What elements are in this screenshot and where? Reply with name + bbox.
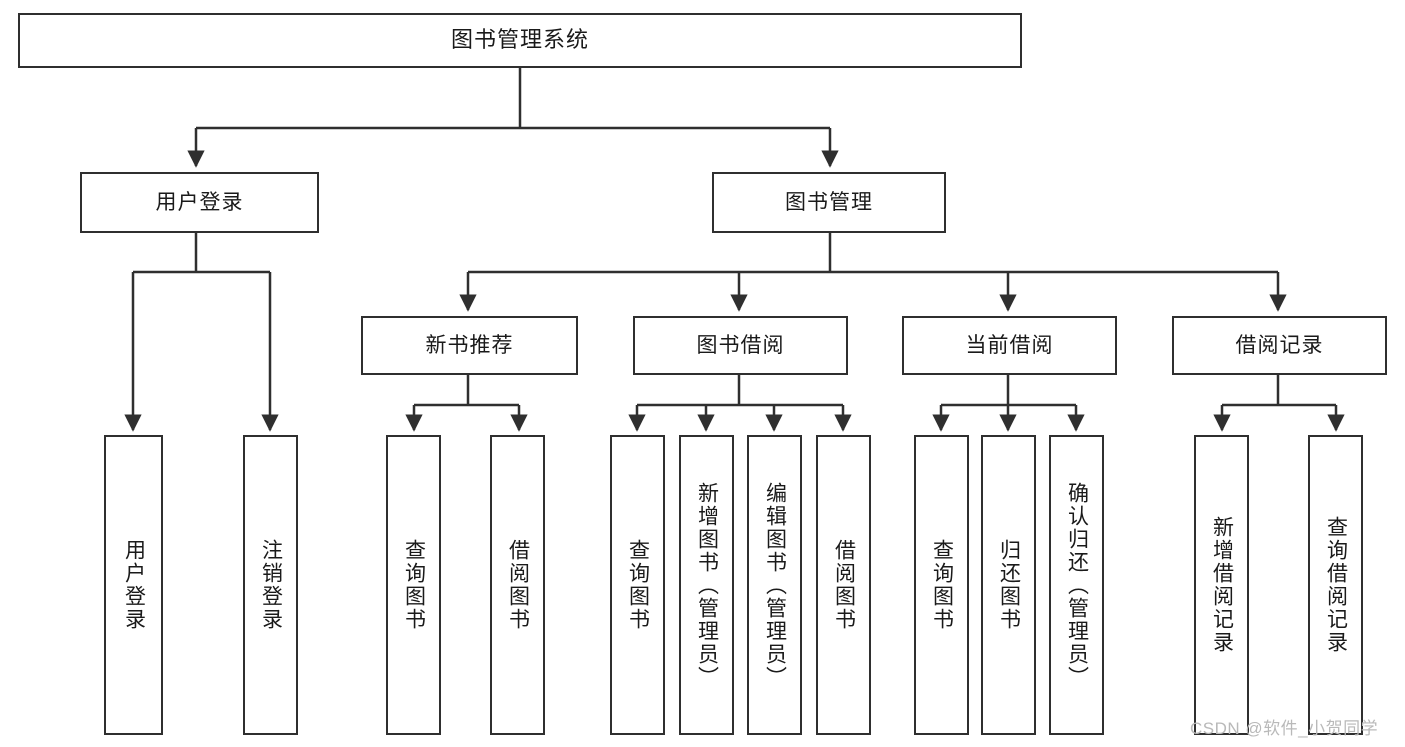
node-label: 查询图书	[930, 539, 954, 631]
node-borrow-record[interactable]: 借阅记录	[1172, 316, 1387, 375]
node-leaf-borrow-book-newbook[interactable]: 借阅图书	[490, 435, 545, 735]
node-leaf-query-book-borrow[interactable]: 查询图书	[610, 435, 665, 735]
node-root-book-management-system[interactable]: 图书管理系统	[18, 13, 1022, 68]
node-label: 新书推荐	[425, 333, 514, 357]
node-leaf-query-book-newbook[interactable]: 查询图书	[386, 435, 441, 735]
node-label: 查询图书	[626, 539, 650, 631]
node-label: 查询借阅记录	[1324, 516, 1348, 654]
node-leaf-query-borrow-record[interactable]: 查询借阅记录	[1308, 435, 1363, 735]
node-leaf-edit-book-admin[interactable]: 编辑图书（管理员）	[747, 435, 802, 735]
node-label: 图书借阅	[696, 333, 785, 357]
node-label: 借阅图书	[832, 539, 856, 631]
node-label: 确认归还（管理员）	[1065, 481, 1089, 689]
node-label: 新增图书（管理员）	[695, 481, 719, 689]
node-label: 借阅记录	[1235, 333, 1324, 357]
node-leaf-confirm-return-admin[interactable]: 确认归还（管理员）	[1049, 435, 1104, 735]
node-label: 图书管理	[785, 190, 873, 214]
node-leaf-user-login[interactable]: 用户登录	[104, 435, 163, 735]
node-book-management[interactable]: 图书管理	[712, 172, 946, 233]
node-new-book-recommend[interactable]: 新书推荐	[361, 316, 578, 375]
node-label: 注销登录	[259, 539, 283, 631]
node-label: 归还图书	[997, 539, 1021, 631]
node-label: 新增借阅记录	[1210, 516, 1234, 654]
node-label: 图书管理系统	[450, 27, 589, 53]
node-book-borrow[interactable]: 图书借阅	[633, 316, 848, 375]
node-label: 查询图书	[402, 539, 426, 631]
node-leaf-add-book-admin[interactable]: 新增图书（管理员）	[679, 435, 734, 735]
node-leaf-borrow-book-borrow[interactable]: 借阅图书	[816, 435, 871, 735]
node-user-login[interactable]: 用户登录	[80, 172, 319, 233]
node-label: 编辑图书（管理员）	[763, 481, 787, 689]
node-leaf-logout[interactable]: 注销登录	[243, 435, 298, 735]
watermark-csdn: CSDN @软件_小贺同学	[1190, 719, 1379, 738]
node-leaf-return-book[interactable]: 归还图书	[981, 435, 1036, 735]
node-leaf-add-borrow-record[interactable]: 新增借阅记录	[1194, 435, 1249, 735]
node-leaf-query-book-current[interactable]: 查询图书	[914, 435, 969, 735]
node-label: 借阅图书	[506, 539, 530, 631]
node-label: 用户登录	[122, 539, 146, 631]
node-label: 当前借阅	[965, 333, 1054, 357]
node-current-borrow[interactable]: 当前借阅	[902, 316, 1117, 375]
node-label: 用户登录	[155, 190, 244, 214]
